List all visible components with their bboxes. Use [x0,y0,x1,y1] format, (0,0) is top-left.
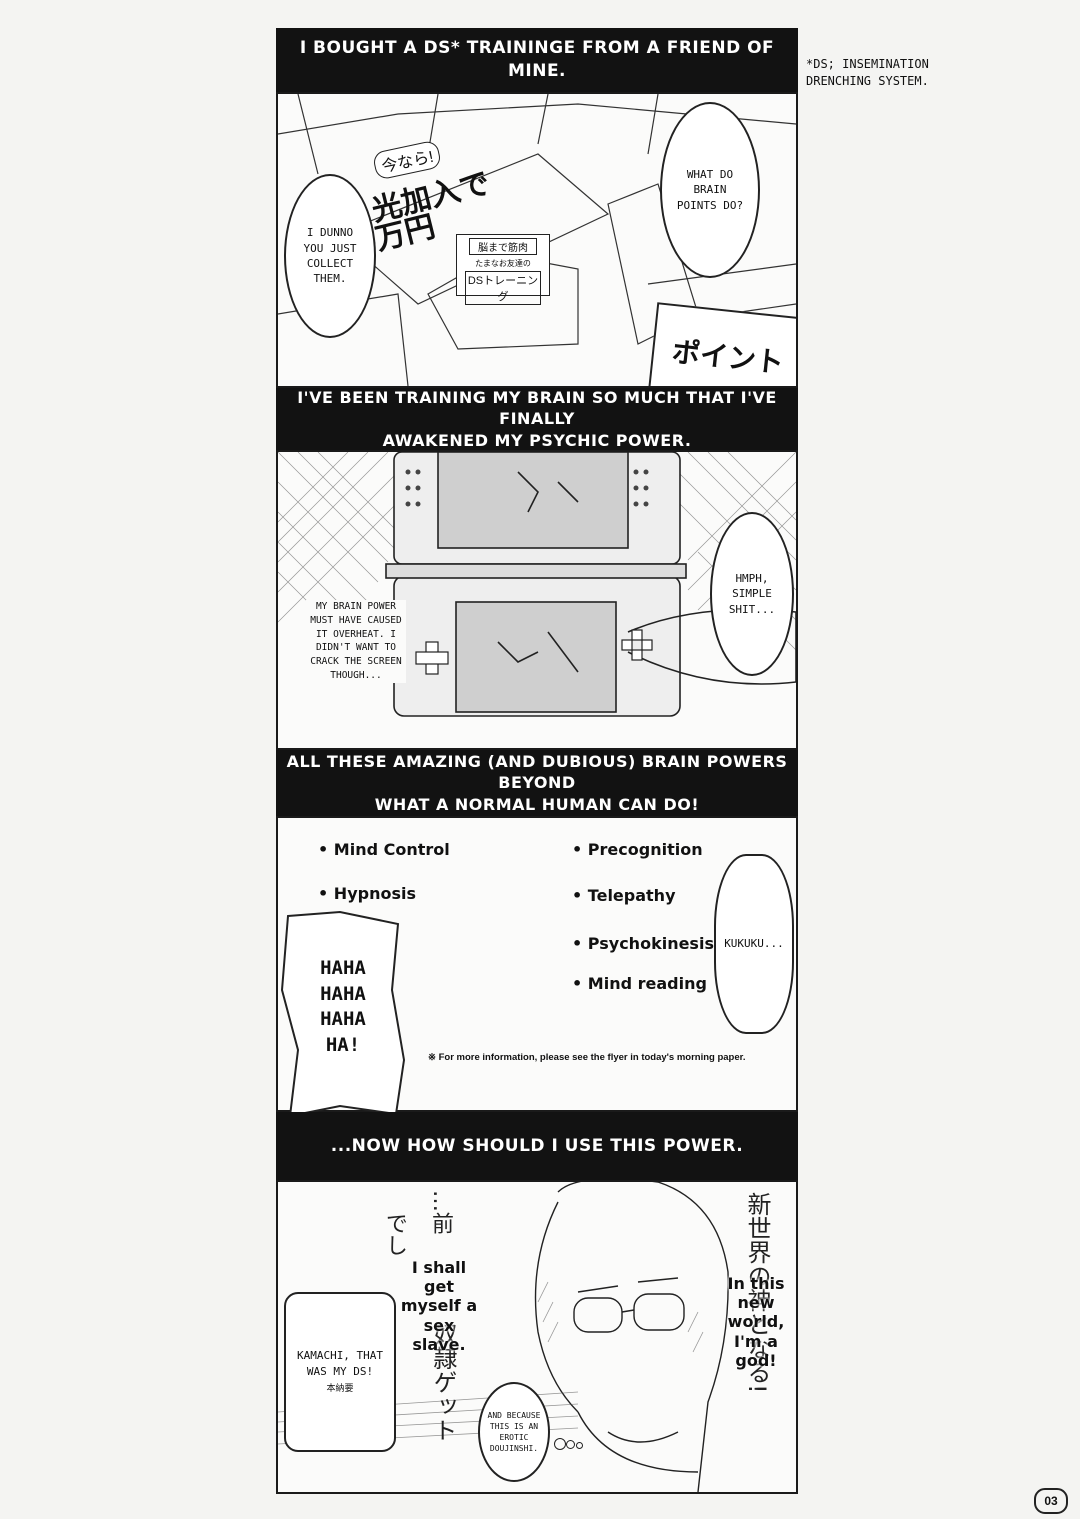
caption-bar-3: ALL THESE AMAZING (AND DUBIOUS) BRAIN PO… [276,750,798,816]
caption-bar-2: I'VE BEEN TRAINING MY BRAIN SO MUCH THAT… [276,388,798,450]
vertical-text-mae: …前 [428,1190,453,1234]
speech-bubble-collect: I DUNNO YOU JUST COLLECT THEM. [284,174,376,338]
page-number: 03 [1034,1488,1068,1514]
panel-4: 新世界の神となる! …前 でし 奴隷ゲット I shall get myself… [276,1180,798,1494]
power-item: Psychokinesis [572,934,714,953]
caption-bar-1: I BOUGHT A DS* TRAININGE FROM A FRIEND O… [276,28,798,92]
game-box: 脳まで筋肉 たまなお友達の DSトレーニング [456,234,550,305]
caption-bar-1-text: I BOUGHT A DS* TRAININGE FROM A FRIEND O… [299,38,775,81]
footnote: *DS; INSEMINATION DRENCHING SYSTEM. [806,56,929,90]
vertical-text-god: 新世界の神となる! [743,1192,771,1394]
vertical-text-dorei: 奴隷ゲット [429,1322,457,1442]
thought-dot [576,1442,583,1449]
caption-bar-2-line-1: I'VE BEEN TRAINING MY BRAIN SO MUCH THAT… [297,387,777,429]
caption-new-world: In this new world, I'm a god! [727,1274,785,1370]
power-item: Telepathy [572,886,676,905]
caption-bar-3-line-2: WHAT A NORMAL HUMAN CAN DO! [374,794,700,814]
speech-bubble-hmph: HMPH, SIMPLE SHIT... [710,512,794,676]
power-item: Mind Control [318,840,450,859]
speech-text-kamachi-sub: 本納要 [326,1384,354,1395]
caption-sex-slave: I shall get myself a sex slave. [400,1258,478,1354]
game-box-subtitle: たまなお友達の [475,259,531,268]
caption-bar-4: ...NOW HOW SHOULD I USE THIS POWER. [276,1112,798,1180]
corner-sign-text: ポイント [670,336,786,379]
speech-bubble-kamachi: KAMACHI, THAT WAS MY DS! 本納要 [284,1292,396,1452]
shout-text: HAHA HAHA HAHA HA! [320,957,366,1056]
speech-text-hmph: HMPH, SIMPLE SHIT... [728,571,776,616]
page-number-text: 03 [1044,1494,1058,1508]
panel-2: HMPH, SIMPLE SHIT... MY BRAIN POWER MUST… [276,450,798,750]
thought-dot [554,1438,566,1450]
power-item: Hypnosis [318,884,416,903]
narration-overheat: MY BRAIN POWER MUST HAVE CAUSED IT OVERH… [306,600,406,683]
panel-1: 今なら! 光加入で 0万円 脳まで筋肉 たまなお友達の DSトレーニング I D… [276,92,798,388]
thought-text-doujinshi: AND BECAUSE THIS IS AN EROTIC DOUJINSHI. [487,1410,541,1454]
caption-bar-2-line-2: AWAKENED MY PSYCHIC POWER. [382,430,692,450]
game-box-name: DSトレーニング [465,271,541,305]
thought-dot [566,1440,575,1449]
speech-bubble-kukuku: KUKUKU... [714,854,794,1034]
corner-sign: ポイント [647,302,796,386]
caption-bar-4-text: ...NOW HOW SHOULD I USE THIS POWER. [330,1135,744,1156]
panel-4-art [278,1182,729,1492]
speech-text-collect: I DUNNO YOU JUST COLLECT THEM. [303,226,357,286]
speech-text-brain-points: WHAT DO BRAIN POINTS DO? [676,167,744,212]
vertical-text-deshi: でし [382,1212,407,1256]
thought-bubble-doujinshi: AND BECAUSE THIS IS AN EROTIC DOUJINSHI. [478,1382,550,1482]
speech-text-kamachi: KAMACHI, THAT WAS MY DS! [296,1349,384,1378]
speech-bubble-brain-points: WHAT DO BRAIN POINTS DO? [660,102,760,278]
flyer-note: ※ For more information, please see the f… [428,1052,746,1063]
power-item: Precognition [572,840,703,859]
power-item: Mind reading [572,974,707,993]
speech-text-kukuku: KUKUKU... [724,937,784,951]
footnote-line-2: DRENCHING SYSTEM. [806,73,929,88]
caption-bar-3-line-1: ALL THESE AMAZING (AND DUBIOUS) BRAIN PO… [286,751,788,793]
game-box-title: 脳まで筋肉 [469,238,537,255]
footnote-line-1: *DS; INSEMINATION [806,57,929,71]
panel-2-art [278,452,796,717]
narration-overheat-text: MY BRAIN POWER MUST HAVE CAUSED IT OVERH… [310,601,402,681]
